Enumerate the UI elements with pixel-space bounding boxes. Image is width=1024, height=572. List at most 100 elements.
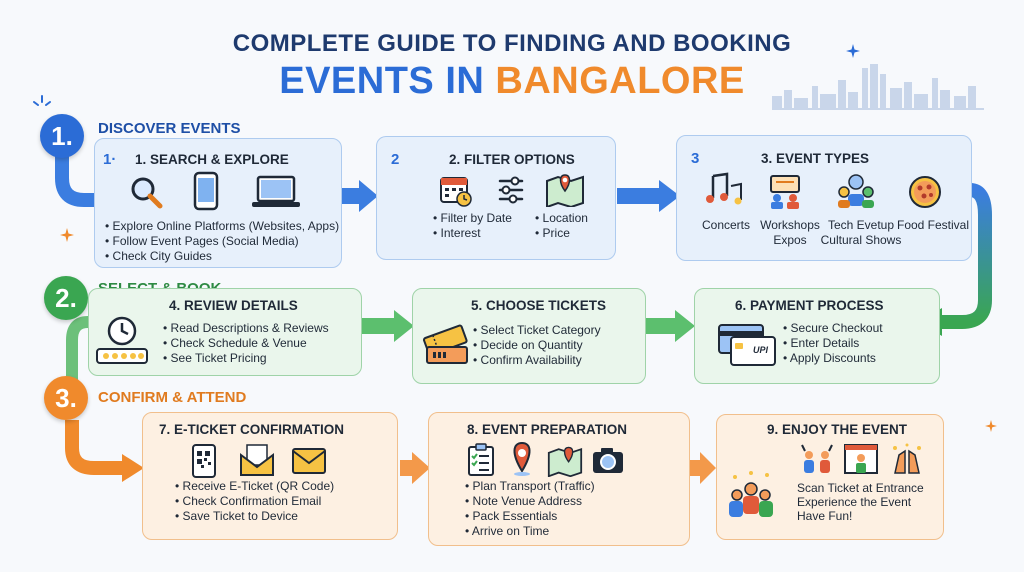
event-type: Workshops xyxy=(760,218,820,232)
card-bullets: Plan Transport (Traffic) Note Venue Addr… xyxy=(465,479,595,539)
list-item: Arrive on Time xyxy=(465,524,595,539)
event-type: Concerts xyxy=(701,218,751,232)
qr-phone-icon xyxy=(192,444,216,478)
list-item: Filter by Date xyxy=(433,211,512,226)
card-e-ticket-confirmation: 7. E-TICKET CONFIRMATION Receive E-Ticke… xyxy=(142,412,398,540)
event-type: Food Festival xyxy=(896,218,970,232)
event-type: Cultural Shows xyxy=(820,233,902,247)
list-item: Check Schedule & Venue xyxy=(163,336,329,351)
list-item: See Ticket Pricing xyxy=(163,351,329,366)
list-item: Check Confirmation Email xyxy=(175,494,334,509)
card-title: 6. PAYMENT PROCESS xyxy=(735,298,884,313)
envelope-icon xyxy=(292,448,326,474)
card-title: 7. E-TICKET CONFIRMATION xyxy=(159,422,344,437)
list-item: Apply Discounts xyxy=(783,351,883,366)
card-bullets: Select Ticket Category Decide on Quantit… xyxy=(473,323,601,368)
card-event-preparation: 8. EVENT PREPARATION Plan Transport (Tra… xyxy=(428,412,690,546)
card-choose-tickets: 5. CHOOSE TICKETS Select Ticket Category… xyxy=(412,288,646,384)
card-number: 1· xyxy=(103,151,117,168)
event-type: Expos xyxy=(773,233,807,247)
crowd-icon xyxy=(729,471,773,517)
event-type: Tech Evetup xyxy=(827,218,895,232)
card-number: 2 xyxy=(391,151,400,168)
sparkle-icon xyxy=(60,228,74,242)
sparkle-icon xyxy=(846,44,860,58)
sparkle-icon xyxy=(33,95,51,106)
list-item: Plan Transport (Traffic) xyxy=(465,479,595,494)
people-icon xyxy=(838,174,874,208)
card-review-details: 4. REVIEW DETAILS Read Descriptions & Re… xyxy=(88,288,362,376)
card-bullets-right: Location Price xyxy=(535,211,588,241)
list-item: Save Ticket to Device xyxy=(175,509,334,524)
list-item: Follow Event Pages (Social Media) xyxy=(105,234,341,249)
sliders-icon xyxy=(498,176,524,204)
cards-icon xyxy=(718,324,776,366)
clock-rating-icon xyxy=(96,316,148,364)
stage-3-badge: 3. xyxy=(44,376,88,420)
laptop-icon xyxy=(252,175,300,207)
card-search-explore: 1· 1. SEARCH & EXPLORE Explore Online Pl… xyxy=(94,138,342,268)
list-item: Read Descriptions & Reviews xyxy=(163,321,329,336)
card-title: 5. CHOOSE TICKETS xyxy=(471,298,607,313)
card-title: 3. EVENT TYPES xyxy=(761,151,870,166)
stage-3-label: CONFIRM & ATTEND xyxy=(98,389,247,406)
card-title: 9. ENJOY THE EVENT xyxy=(767,422,908,437)
list-item: Enter Details xyxy=(783,336,883,351)
pizza-icon xyxy=(909,176,941,208)
list-item: Explore Online Platforms (Websites, Apps… xyxy=(105,219,341,234)
text-line: Experience the Event xyxy=(797,495,912,509)
checklist-icon xyxy=(468,443,494,476)
card-bullets: Receive E-Ticket (QR Code) Check Confirm… xyxy=(175,479,335,524)
list-item: Secure Checkout xyxy=(783,321,883,336)
email-icon xyxy=(240,444,274,476)
list-item: Location xyxy=(535,211,588,226)
stage-1-label: DISCOVER EVENTS xyxy=(98,120,241,137)
card-enjoy-event: 9. ENJOY THE EVENT Scan Ticket at Entran… xyxy=(716,414,944,540)
card-bullets: Secure Checkout Enter Details Apply Disc… xyxy=(783,321,883,366)
card-lines: Scan Ticket at Entrance Experience the E… xyxy=(797,481,924,523)
page-title: COMPLETE GUIDE TO FINDING AND BOOKING xyxy=(232,30,792,57)
list-item: Decide on Quantity xyxy=(473,338,601,353)
card-bullets-left: Filter by Date Interest xyxy=(433,211,512,241)
phone-icon xyxy=(193,171,219,211)
list-item: Price xyxy=(535,226,588,241)
hands-icon xyxy=(893,443,921,474)
list-item: Receive E-Ticket (QR Code) xyxy=(175,479,335,494)
stage-1-badge: 1. xyxy=(40,114,84,158)
text-line: Have Fun! xyxy=(797,509,853,523)
page-subtitle: EVENTS IN BANGALORE xyxy=(0,60,1024,103)
skyline-icon xyxy=(772,64,984,110)
map-icon xyxy=(547,446,583,477)
card-bullets: Explore Online Platforms (Websites, Apps… xyxy=(105,219,341,264)
subtitle-part-1: EVENTS IN xyxy=(279,60,496,102)
workshop-icon xyxy=(770,175,800,209)
list-item: Confirm Availability xyxy=(473,353,601,368)
card-number: 3 xyxy=(691,150,700,167)
magnifier-icon xyxy=(131,177,163,209)
card-title: 2. FILTER OPTIONS xyxy=(449,152,575,167)
cheer-icon xyxy=(801,444,833,473)
list-item: Note Venue Address xyxy=(465,494,595,509)
pin-icon xyxy=(513,441,531,476)
stage-icon xyxy=(844,444,878,474)
upi-logo: UPI xyxy=(753,345,769,355)
stage-2-badge: 2. xyxy=(44,276,88,320)
card-title: 4. REVIEW DETAILS xyxy=(169,298,298,313)
list-item: Check City Guides xyxy=(105,249,341,264)
card-filter-options: 2 2. FILTER OPTIONS Filter by Date Inter… xyxy=(376,136,616,260)
card-title: 8. EVENT PREPARATION xyxy=(467,422,628,437)
tickets-icon xyxy=(422,324,468,364)
text-line: Scan Ticket at Entrance xyxy=(797,481,924,495)
subtitle-part-2: BANGALORE xyxy=(495,60,745,102)
card-title: 1. SEARCH & EXPLORE xyxy=(135,152,289,167)
list-item: Pack Essentials xyxy=(465,509,595,524)
calendar-icon xyxy=(440,177,472,207)
sparkle-icon xyxy=(985,420,997,432)
map-icon xyxy=(546,174,584,207)
card-bullets: Read Descriptions & Reviews Check Schedu… xyxy=(163,321,329,366)
list-item: Select Ticket Category xyxy=(473,323,601,338)
list-item: Interest xyxy=(433,226,512,241)
music-icon xyxy=(706,172,742,205)
camera-icon xyxy=(593,448,623,473)
card-event-types: 3 3. EVENT TYPES Concerts Workshops Tech… xyxy=(676,135,972,261)
